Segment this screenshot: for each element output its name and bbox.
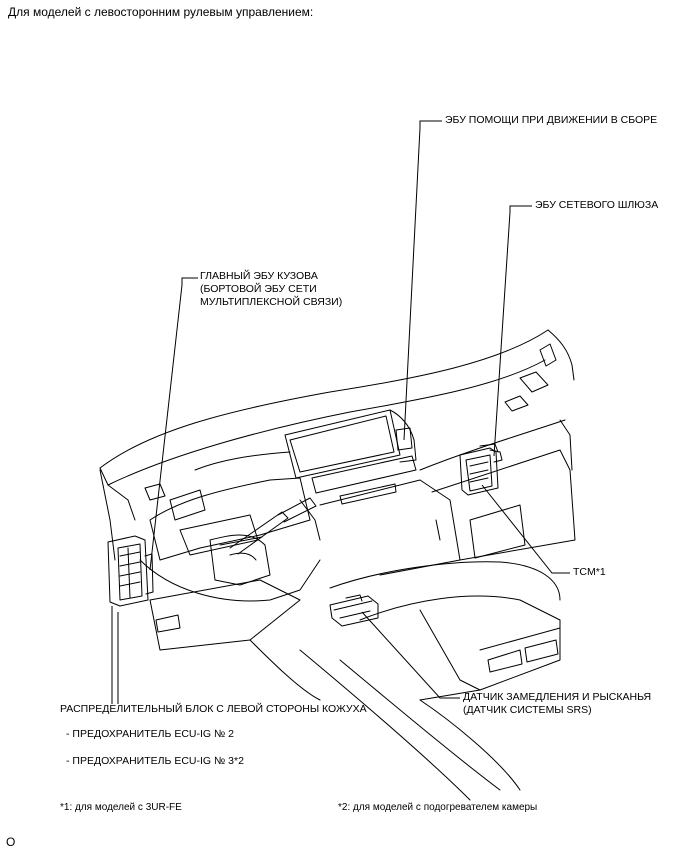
page-header: Для моделей с левосторонним рулевым упра… — [8, 5, 314, 19]
label-tcm: TCM*1 — [573, 566, 606, 578]
label-yaw-sensor-line1: ДАТЧИК ЗАМЕДЛЕНИЯ И РЫСКАНЬЯ — [463, 691, 652, 703]
footnote-1: *1: для моделей с 3UR-FE — [60, 802, 182, 813]
label-fuse-ecu-ig-3: - ПРЕДОХРАНИТЕЛЬ ECU-IG № 3*2 — [66, 755, 244, 767]
label-main-body-ecu-line1: ГЛАВНЫЙ ЭБУ КУЗОВА — [200, 270, 318, 282]
label-main-body-ecu-line3: МУЛЬТИПЛЕКСНОЙ СВЯЗИ) — [200, 296, 343, 308]
label-junction-block: РАСПРЕДЕЛИТЕЛЬНЫЙ БЛОК С ЛЕВОЙ СТОРОНЫ К… — [60, 703, 367, 715]
label-fuse-ecu-ig-2: - ПРЕДОХРАНИТЕЛЬ ECU-IG № 2 — [66, 728, 235, 740]
label-main-body-ecu-line2: (БОРТОВОЙ ЭБУ СЕТИ — [200, 283, 317, 295]
footnote-2: *2: для моделей с подогревателем камеры — [338, 802, 538, 813]
label-gateway-ecu: ЭБУ СЕТЕВОГО ШЛЮЗА — [535, 199, 659, 211]
label-driving-assist-ecu: ЭБУ ПОМОЩИ ПРИ ДВИЖЕНИИ В СБОРЕ — [445, 114, 658, 126]
figure-code: O — [6, 835, 16, 849]
label-yaw-sensor-line2: (ДАТЧИК СИСТЕМЫ SRS) — [463, 704, 592, 716]
